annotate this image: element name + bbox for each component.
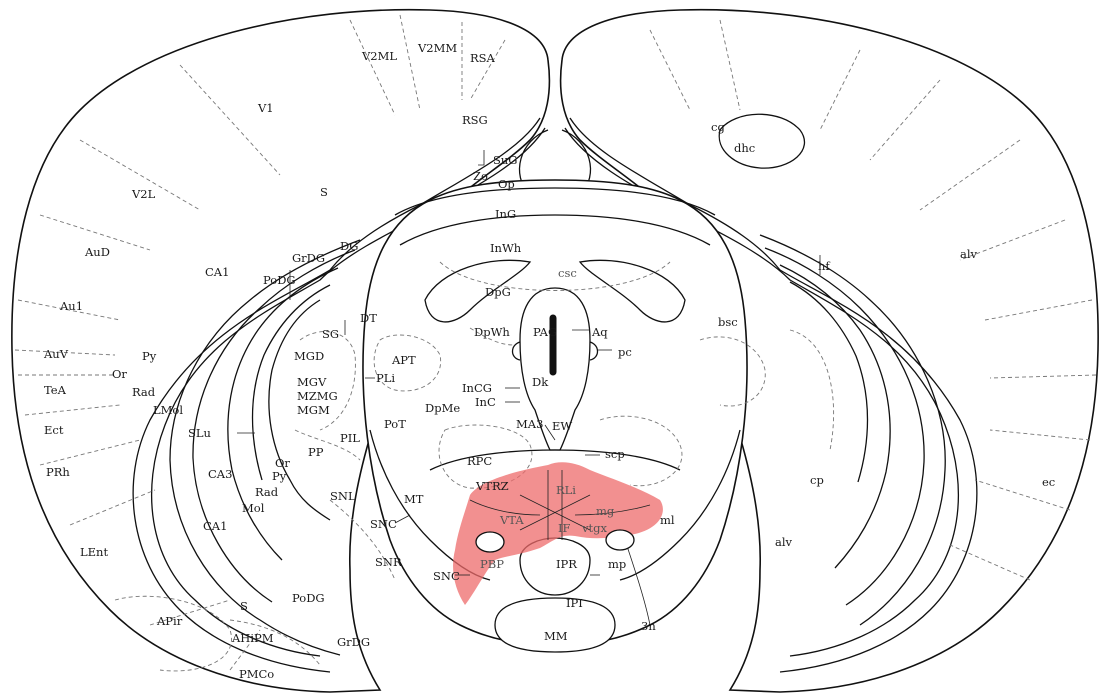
- label-MGD: MGD: [294, 349, 324, 363]
- label-ec: ec: [1042, 475, 1055, 489]
- label-IPI: IPI: [566, 596, 583, 610]
- left-ventral-hole: [476, 532, 504, 552]
- label-DpMe: DpMe: [425, 401, 460, 415]
- label-AuV: AuV: [43, 347, 69, 361]
- label-alv-low: alv: [775, 535, 793, 549]
- label-EW: EW: [552, 419, 572, 433]
- label-Or-low: Or: [275, 456, 290, 470]
- label-mp: mp: [608, 557, 626, 571]
- label-SNC-mid: SNC: [370, 517, 397, 531]
- label-V2MM: V2MM: [417, 41, 457, 55]
- label-IF: IF: [558, 521, 571, 535]
- label-PoT: PoT: [384, 417, 406, 431]
- label-cg: cg: [711, 120, 725, 134]
- label-LMol: LMol: [153, 403, 183, 417]
- label-dhc: dhc: [734, 141, 755, 155]
- label-APT: APT: [391, 353, 416, 367]
- label-PLi: PLi: [376, 371, 395, 385]
- label-InG: InG: [495, 207, 516, 221]
- label-SNR: SNR: [375, 555, 402, 569]
- label-Ect: Ect: [44, 423, 64, 437]
- label-VTRZ: VTRZ: [475, 479, 509, 493]
- label-RPC: RPC: [467, 454, 492, 468]
- label-V2ML: V2ML: [361, 49, 397, 63]
- label-PoDG-top: PoDG: [263, 273, 296, 287]
- label-Py-top: Py: [142, 349, 157, 363]
- label-AHiPM: AHiPM: [231, 631, 274, 645]
- label-GrDG-top: GrDG: [292, 251, 325, 265]
- label-LEnt: LEnt: [80, 545, 108, 559]
- label-IPR: IPR: [556, 557, 577, 571]
- label-MGM: MGM: [297, 403, 330, 417]
- label-VTA: VTA: [499, 513, 524, 527]
- label-bsc: bsc: [718, 315, 738, 329]
- label-TeA: TeA: [44, 383, 67, 397]
- label-SNC-low: SNC: [433, 569, 460, 583]
- label-V2L: V2L: [131, 187, 156, 201]
- mm-shape: [495, 598, 615, 652]
- label-DG: DG: [340, 239, 358, 253]
- label-hf: hf: [818, 259, 830, 273]
- label-Py-low: Py: [272, 469, 287, 483]
- label-InWh: InWh: [490, 241, 522, 255]
- label-MZMG: MZMG: [297, 389, 338, 403]
- label-RSA: RSA: [470, 51, 496, 65]
- label-V1: V1: [257, 101, 274, 115]
- label-CA1-top: CA1: [205, 265, 229, 279]
- label-SNL: SNL: [330, 489, 356, 503]
- label-S-low: S: [240, 599, 248, 613]
- label-Dk: Dk: [532, 375, 549, 389]
- label-SuG: SuG: [493, 153, 517, 167]
- label-GrDG-low: GrDG: [337, 635, 370, 649]
- label-SG: SG: [322, 327, 339, 341]
- label-3n: 3n: [641, 619, 656, 633]
- label-Au1: Au1: [59, 299, 83, 313]
- label-csc: csc: [558, 266, 577, 280]
- label-scp: scp: [605, 447, 625, 461]
- label-PRh: PRh: [46, 465, 70, 479]
- label-InCG: InCG: [462, 381, 492, 395]
- label-AuD: AuD: [84, 245, 110, 259]
- label-Op: Op: [498, 177, 515, 191]
- label-CA1-low: CA1: [203, 519, 227, 533]
- label-MT: MT: [404, 492, 424, 506]
- label-DpG: DpG: [485, 285, 511, 299]
- label-DpWh: DpWh: [474, 325, 510, 339]
- label-MA3: MA3: [516, 417, 543, 431]
- label-Mol: Mol: [242, 501, 265, 515]
- label-PoDG-low: PoDG: [292, 591, 325, 605]
- label-Rad-low: Rad: [255, 485, 279, 499]
- aqueduct: [550, 315, 556, 375]
- label-PP: PP: [308, 445, 324, 459]
- label-Rad-top: Rad: [132, 385, 156, 399]
- label-RSG: RSG: [462, 113, 488, 127]
- label-PIL: PIL: [340, 431, 360, 445]
- label-PAG: PAG: [533, 325, 557, 339]
- label-cp: cp: [810, 473, 824, 487]
- label-PBP: PBP: [480, 557, 504, 571]
- label-pc: pc: [618, 345, 632, 359]
- label-APir: APir: [156, 614, 183, 628]
- label-SLu: SLu: [188, 426, 211, 440]
- label-MGV: MGV: [297, 375, 327, 389]
- label-RLi: RLi: [556, 483, 576, 497]
- label-CA3: CA3: [208, 467, 232, 481]
- label-Zo: Zo: [473, 169, 488, 183]
- label-PMCo: PMCo: [239, 667, 274, 681]
- label-alv-top: alv: [960, 247, 978, 261]
- label-MM: MM: [544, 629, 568, 643]
- label-mg: mg: [596, 504, 615, 518]
- label-Aq: Aq: [591, 325, 608, 339]
- right-ventral-hole: [606, 530, 634, 550]
- label-InC: InC: [475, 395, 496, 409]
- label-DT: DT: [360, 311, 377, 325]
- label-ml: ml: [660, 513, 675, 527]
- label-Or-top: Or: [112, 367, 127, 381]
- label-S-top: S: [320, 185, 328, 199]
- label-vtgx: vtgx: [581, 521, 607, 535]
